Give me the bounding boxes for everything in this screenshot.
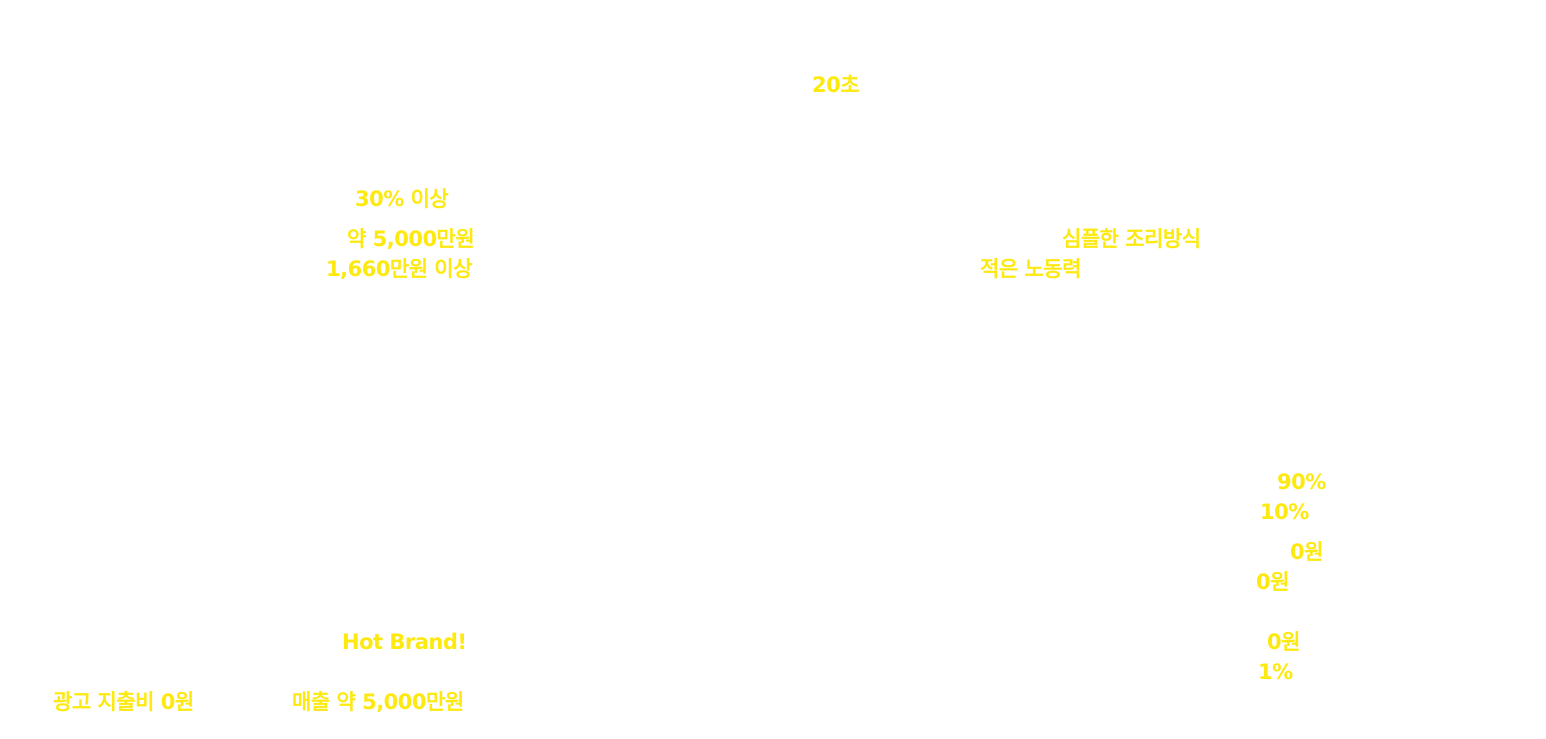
highlight-fee-c: 0원 bbox=[1267, 630, 1300, 654]
highlight-profit-min: 1,660만원 이상 bbox=[326, 257, 473, 281]
highlight-ad-cost: 광고 지출비 0원 bbox=[53, 690, 194, 714]
highlight-ratio-10: 10% bbox=[1260, 500, 1309, 524]
highlight-hot-brand: Hot Brand! bbox=[342, 630, 467, 654]
highlight-margin: 30% 이상 bbox=[355, 187, 449, 211]
highlight-time: 20초 bbox=[812, 73, 860, 97]
highlight-sales: 매출 약 5,000만원 bbox=[292, 690, 464, 714]
highlight-ratio-90: 90% bbox=[1277, 470, 1326, 494]
highlight-revenue-approx: 약 5,000만원 bbox=[347, 227, 475, 251]
highlight-fee-b: 0원 bbox=[1256, 570, 1289, 594]
highlight-labor: 적은 노동력 bbox=[980, 257, 1081, 281]
highlight-cooking: 심플한 조리방식 bbox=[1062, 227, 1201, 251]
highlight-fee-a: 0원 bbox=[1290, 540, 1323, 564]
highlight-ratio-1: 1% bbox=[1258, 660, 1293, 684]
